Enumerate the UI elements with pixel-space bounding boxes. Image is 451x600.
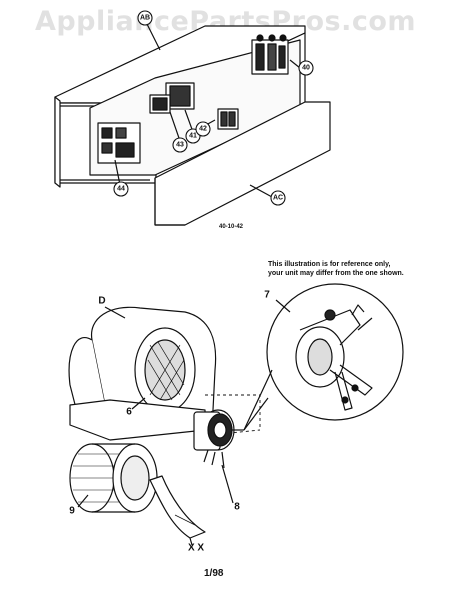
transformer — [149, 82, 195, 114]
contactor — [251, 34, 289, 75]
terminal-board — [217, 108, 239, 130]
callout-40-circle — [298, 60, 314, 76]
callout-41: 41 — [189, 133, 197, 140]
reference-note: This illustration is for reference only,… — [268, 260, 404, 278]
callout-ac-circle — [270, 190, 286, 206]
blower-housing — [68, 306, 217, 441]
callout-ab: AB — [140, 15, 150, 22]
relay-board — [97, 122, 141, 164]
callout-9: 9 — [69, 506, 75, 517]
callout-43-circle — [172, 137, 188, 153]
reference-note-line-2: your unit may differ from the one shown. — [268, 270, 404, 277]
callout-xx: X X — [188, 543, 204, 554]
callout-42: 42 — [199, 126, 207, 133]
page-date: 1/98 — [204, 568, 224, 579]
callout-44: 44 — [117, 186, 125, 193]
reference-note-line-1: This illustration is for reference only, — [268, 261, 391, 268]
callout-ac: AC — [273, 195, 283, 202]
access-panel — [154, 101, 331, 226]
part-code: 40-10-42 — [219, 224, 244, 230]
callout-44-circle — [113, 181, 129, 197]
callout-40: 40 — [302, 65, 310, 72]
callout-43: 43 — [176, 142, 184, 149]
callout-ab-circle — [137, 10, 153, 26]
blower-motor — [193, 409, 244, 469]
mounting-strap — [149, 475, 206, 539]
detail-circle — [266, 283, 404, 421]
callout-6: 6 — [126, 407, 132, 418]
callout-d: D — [98, 296, 105, 307]
callout-7: 7 — [264, 290, 270, 301]
callout-42-circle — [195, 121, 211, 137]
blower-wheel — [69, 443, 158, 513]
callout-8: 8 — [234, 502, 240, 513]
